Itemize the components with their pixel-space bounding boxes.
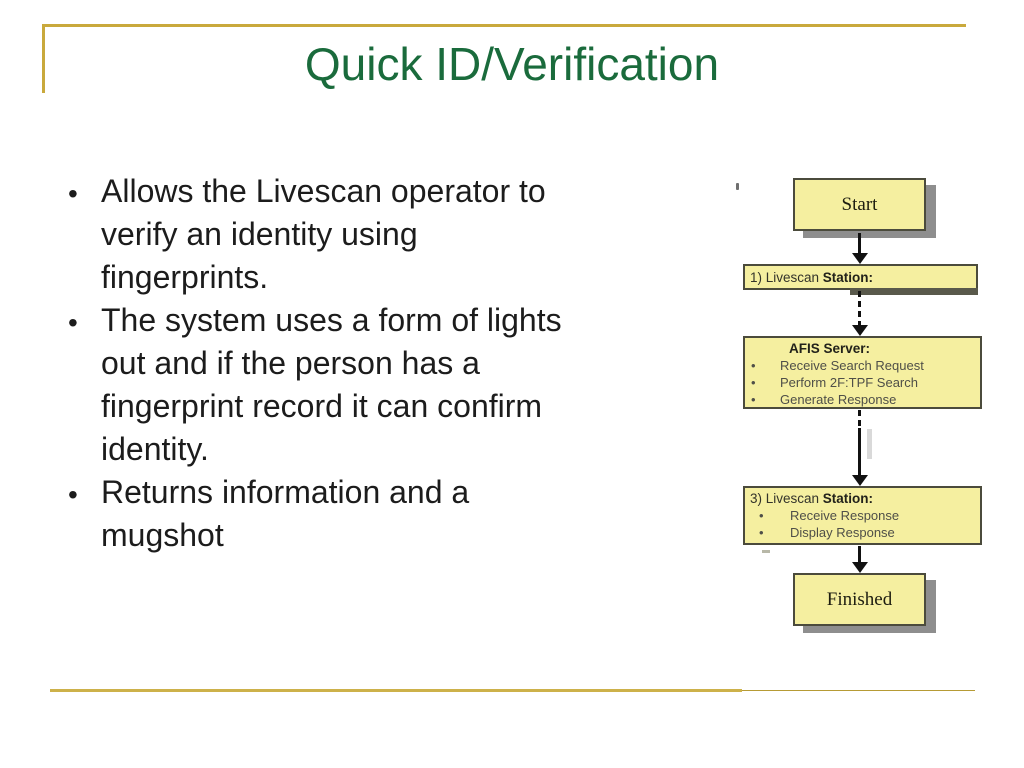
scan-artifact-mark <box>736 183 739 190</box>
bullet-icon: • <box>68 178 78 209</box>
flowchart-node-afis-server: AFIS Server: • Receive Search Request • … <box>743 336 982 553</box>
flowchart-diagram: Start 1) Livescan Station: AFIS Server: … <box>700 150 1024 650</box>
bullet-icon: • <box>68 307 78 338</box>
arrow-down-icon <box>852 546 868 573</box>
arrow-shaft <box>858 291 861 327</box>
arrowhead-icon <box>852 475 868 486</box>
node-heading-prefix: 3) Livescan <box>750 491 823 506</box>
node-list-item-text: Generate Response <box>780 392 897 407</box>
list-item: • Allows the Livescan operator to verify… <box>68 170 668 299</box>
bottom-horizontal-rule-thick <box>50 689 742 692</box>
bottom-horizontal-rule-thin <box>742 690 975 691</box>
arrowhead-icon <box>852 325 868 336</box>
bullet-icon: • <box>751 358 756 373</box>
node-list-item-text: Receive Response <box>790 508 900 523</box>
node-heading: 3) Livescan Station: <box>750 490 980 507</box>
arrow-shaft <box>858 410 861 426</box>
node-list-item: • Display Response <box>750 524 980 541</box>
list-item: • Returns information and a mugshot <box>68 471 668 557</box>
arrow-shaft <box>858 233 861 255</box>
arrowhead-icon <box>852 562 868 573</box>
arrow-down-dashed-icon <box>852 291 868 336</box>
node-heading-bold: Station: <box>822 270 874 285</box>
box-shadow-fragment <box>850 288 978 295</box>
node-list-item: • Perform 2F:TPF Search <box>745 374 980 391</box>
scan-artifact-mark <box>762 550 770 553</box>
node-list-item: • Receive Response <box>750 507 980 524</box>
arrowhead-icon <box>852 253 868 264</box>
node-heading: AFIS Server: <box>789 341 871 356</box>
flowchart-node-livescan-station-3: 3) Livescan Station: • Receive Response … <box>743 486 982 545</box>
list-item: • The system uses a form of lights out a… <box>68 299 668 471</box>
top-left-vertical-rule <box>42 24 45 93</box>
bullet-icon: • <box>68 479 78 510</box>
flowchart-node-start: Start <box>793 178 926 231</box>
flowchart-node-livescan-station-1: 1) Livescan Station: <box>743 264 978 290</box>
top-horizontal-rule <box>42 24 966 27</box>
bullet-text: Returns information and a mugshot <box>101 474 470 553</box>
bullet-icon: • <box>759 525 764 540</box>
finished-label: Finished <box>826 588 893 610</box>
start-label: Start <box>841 193 878 215</box>
scan-artifact-smudge <box>867 429 872 459</box>
bullet-list: • Allows the Livescan operator to verify… <box>68 170 668 557</box>
arrow-down-icon <box>852 233 868 264</box>
node-heading-prefix: 1) Livescan <box>750 270 823 285</box>
flowchart-node-finished: Finished <box>793 573 926 626</box>
node-list-item-text: Receive Search Request <box>780 358 924 373</box>
node-heading: 1) Livescan Station: <box>750 269 976 286</box>
arrow-shaft <box>858 546 861 564</box>
arrow-down-icon <box>852 410 868 486</box>
node-heading-bold: Station: <box>822 491 874 506</box>
node-list-item-text: Display Response <box>790 525 895 540</box>
bullet-text: The system uses a form of lights out and… <box>101 302 562 467</box>
node-list-item: • Receive Search Request <box>745 357 980 374</box>
page-title: Quick ID/Verification <box>304 38 720 90</box>
arrow-shaft <box>858 428 861 477</box>
bullet-icon: • <box>759 508 764 523</box>
bullet-icon: • <box>751 392 756 407</box>
bullet-icon: • <box>751 375 756 390</box>
bullet-text: Allows the Livescan operator to verify a… <box>101 173 546 295</box>
node-list-item: • Generate Response <box>745 391 980 408</box>
node-list-item-text: Perform 2F:TPF Search <box>780 375 918 390</box>
